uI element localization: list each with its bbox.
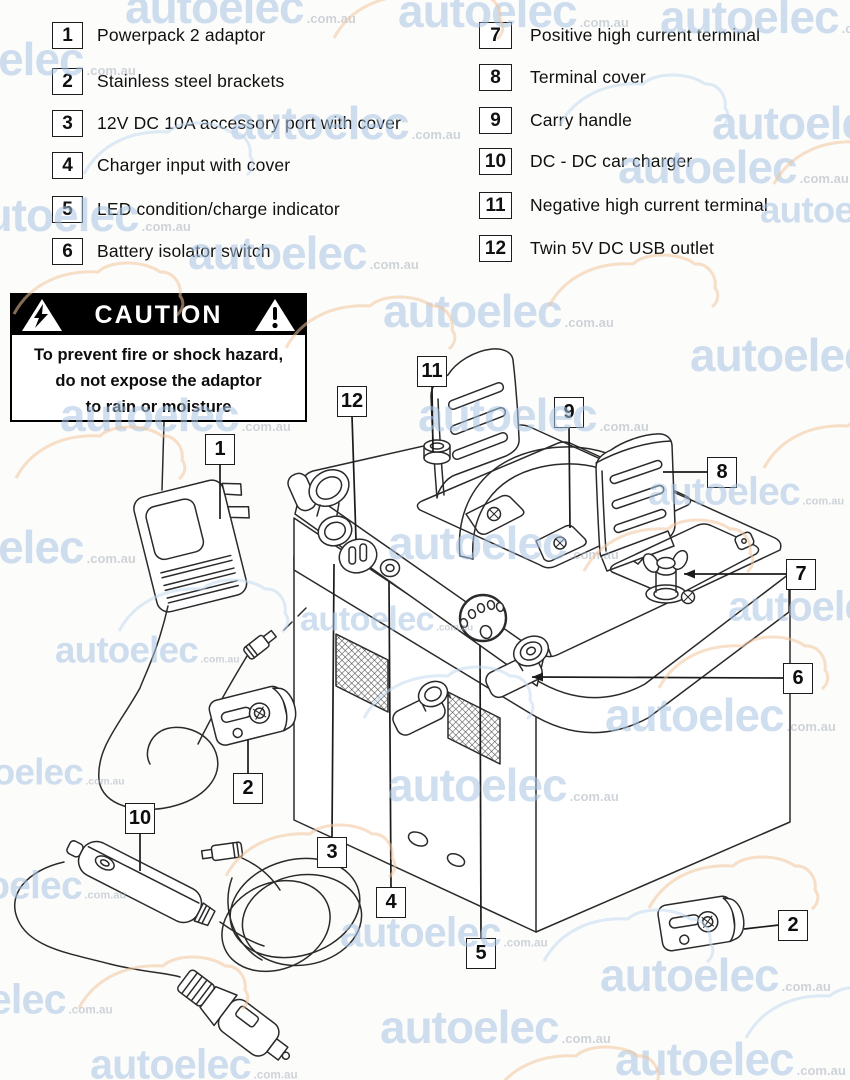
legend-item-7: 7 Positive high current terminal: [479, 22, 760, 49]
callout-positive-terminal: 7: [786, 558, 816, 590]
leader-line-negative-terminal: [431, 385, 434, 453]
legend-label: Terminal cover: [530, 67, 646, 87]
legend-number-box: 1: [52, 22, 83, 49]
callout-charger-input: 4: [376, 886, 406, 918]
legend-item-2: 2 Stainless steel brackets: [52, 68, 284, 95]
legend-item-8: 8 Terminal cover: [479, 64, 646, 91]
legend-label: 12V DC 10A accessory port with cover: [97, 113, 402, 133]
legend-number-box: 5: [52, 196, 83, 223]
legend-label: Negative high current terminal: [530, 195, 768, 215]
leader-line-carry-handle: [568, 426, 571, 529]
leader-line-usb-outlet: [351, 415, 357, 541]
negative-terminal: [423, 439, 451, 465]
legend-item-11: 11 Negative high current terminal: [479, 192, 768, 219]
led-indicator: [458, 593, 508, 643]
legend-label: Battery isolator switch: [97, 241, 271, 261]
callout-terminal-cover: 8: [707, 456, 737, 488]
legend-number-box: 12: [479, 235, 512, 262]
callout-negative-terminal: 11: [417, 355, 447, 387]
bracket-left: [208, 685, 297, 746]
legend-label: Carry handle: [530, 110, 632, 130]
legend-item-1: 1 Powerpack 2 adaptor: [52, 22, 265, 49]
legend-number-box: 7: [479, 22, 512, 49]
legend-number-box: 3: [52, 110, 83, 137]
legend-label: Twin 5V DC USB outlet: [530, 238, 715, 258]
caution-title: CAUTION: [94, 300, 223, 329]
legend-label: Stainless steel brackets: [97, 71, 285, 91]
callout-bracket-right: 2: [778, 909, 808, 941]
legend-label: DC - DC car charger: [530, 151, 693, 171]
legend-item-4: 4 Charger input with cover: [52, 152, 290, 179]
legend-label: Powerpack 2 adaptor: [97, 25, 266, 45]
callout-carry-handle: 9: [554, 396, 584, 428]
caution-line: do not expose the adaptor: [55, 372, 262, 390]
leader-line-isolator-switch: [531, 676, 784, 679]
legend-item-6: 6 Battery isolator switch: [52, 238, 271, 265]
face-hole: [446, 852, 466, 868]
legend-item-9: 9 Carry handle: [479, 107, 632, 134]
leader-arrowhead: [532, 672, 544, 682]
leader-line-led-indicator: [479, 644, 482, 939]
lightning-triangle-icon: [22, 299, 62, 331]
callout-led-indicator: 5: [466, 937, 496, 969]
legend-item-3: 3 12V DC 10A accessory port with cover: [52, 110, 401, 137]
charger-input: [379, 558, 401, 578]
legend-number-box: 9: [479, 107, 512, 134]
legend-number-box: 10: [479, 148, 512, 175]
caution-header: CAUTION: [12, 295, 305, 335]
legend-label: LED condition/charge indicator: [97, 199, 340, 219]
legend-item-10: 10 DC - DC car charger: [479, 148, 692, 175]
callout-usb-outlet: 12: [337, 385, 367, 417]
callout-accessory-port: 3: [317, 836, 347, 868]
legend-number-box: 2: [52, 68, 83, 95]
face-hole: [407, 831, 429, 847]
carry-handle: [416, 441, 692, 569]
accessory-port: [308, 468, 353, 547]
leader-arrowhead: [684, 569, 695, 579]
callout-powerpack-adaptor: 1: [205, 433, 235, 465]
legend-number-box: 6: [52, 238, 83, 265]
legend-label: Positive high current terminal: [530, 25, 761, 45]
legend-number-box: 11: [479, 192, 512, 219]
caution-body: To prevent fire or shock hazard, do not …: [12, 335, 305, 420]
caution-box: CAUTION To prevent fire or shock hazard,…: [10, 293, 307, 422]
caution-line: to rain or moisture: [85, 398, 232, 416]
legend-number-box: 8: [479, 64, 512, 91]
leader-line-accessory-port: [331, 563, 335, 838]
caution-line: To prevent fire or shock hazard,: [33, 346, 284, 364]
legend-item-5: 5 LED condition/charge indicator: [52, 196, 340, 223]
usb-outlet: [338, 538, 378, 574]
callout-car-charger: 10: [125, 802, 155, 834]
exclamation-triangle-icon: [254, 299, 295, 331]
legend-item-12: 12 Twin 5V DC USB outlet: [479, 235, 714, 262]
callout-bracket-left: 2: [233, 772, 263, 804]
legend-label: Charger input with cover: [97, 155, 291, 175]
legend-number-box: 4: [52, 152, 83, 179]
callout-isolator-switch: 6: [783, 662, 813, 694]
leader-line-charger-input: [388, 581, 392, 888]
leader-line-bracket-right: [743, 924, 780, 930]
